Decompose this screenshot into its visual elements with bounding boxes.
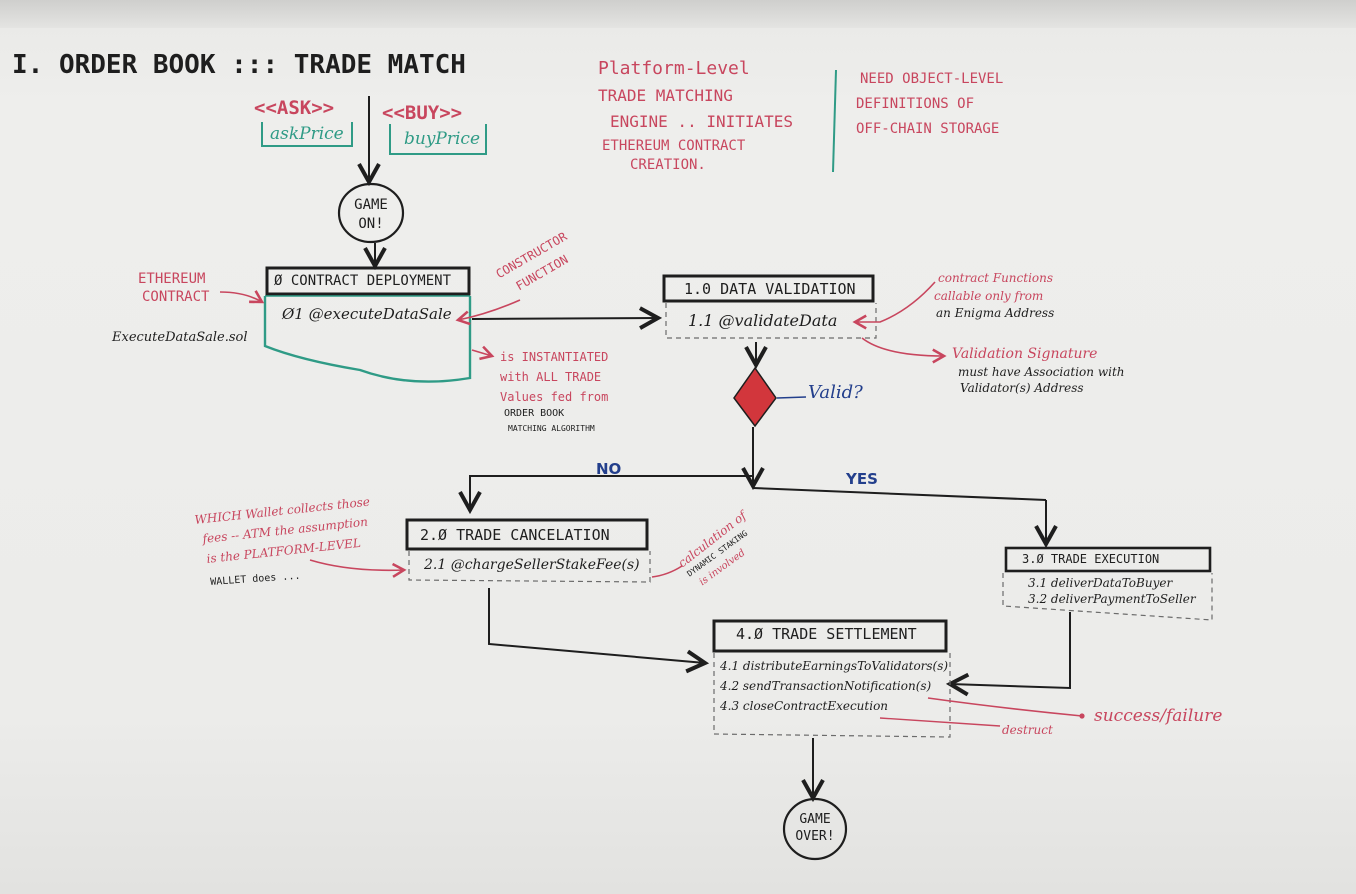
- ethereum-label-line2: CONTRACT: [142, 289, 210, 305]
- start-node-circle: [337, 182, 405, 244]
- execution-item-1: 3.1 deliverDataToBuyer: [1028, 576, 1173, 590]
- no-label: NO: [596, 460, 622, 478]
- callable-line1: contract Functions: [938, 271, 1054, 285]
- end-node-line2: OVER!: [795, 829, 835, 844]
- validation-item: 1.1 @validateData: [688, 311, 838, 330]
- buy-price-label: buyPrice: [404, 129, 481, 149]
- cancel-item: 2.1 @chargeSellerStakeFee(s): [424, 557, 640, 573]
- destruct-label: destruct: [1002, 723, 1053, 737]
- instantiated-line2: with ALL TRADE: [500, 370, 602, 384]
- buy-price-box: [389, 124, 487, 155]
- ask-price-label: askPrice: [270, 124, 344, 144]
- contract-item: Ø1 @executeDataSale: [282, 305, 452, 323]
- execution-title: 3.Ø TRADE EXECUTION: [1022, 552, 1160, 566]
- trade-cancelation-box: [405, 518, 651, 583]
- start-node-line1: GAME: [354, 197, 388, 213]
- trade-settlement-box: [712, 619, 951, 738]
- separator-line: [832, 69, 837, 173]
- signature-line1: Validation Signature: [952, 346, 1098, 362]
- data-validation-box: [662, 274, 877, 339]
- arrow-execution-to-settlement: [950, 612, 1071, 688]
- end-node-circle: [782, 797, 848, 861]
- callable-line3: an Enigma Address: [936, 306, 1055, 320]
- validation-title: 1.0 DATA VALIDATION: [684, 280, 856, 298]
- page-title: I. ORDER BOOK ::: TRADE MATCH: [12, 50, 466, 80]
- contract-deployment-box: [263, 266, 472, 383]
- trade-execution-box: [1002, 546, 1213, 621]
- whiteboard-frame: [0, 0, 1356, 28]
- ethereum-label-line1: ETHEREUM: [138, 271, 206, 287]
- settlement-item-3: 4.3 closeContractExecution: [720, 699, 889, 713]
- execution-item-2: 3.2 deliverPaymentToSeller: [1028, 592, 1196, 606]
- signature-line3: Validator(s) Address: [960, 381, 1084, 395]
- yes-label: YES: [846, 470, 878, 488]
- result-label: success/failure: [1094, 706, 1223, 726]
- instantiated-line3: Values fed from: [500, 390, 609, 404]
- ask-price-box: [261, 122, 353, 147]
- buy-label: <<BUY>>: [382, 102, 463, 124]
- decision-diamond: [733, 366, 777, 428]
- arrow-cancel-to-settlement: [488, 588, 705, 663]
- decision-label: Valid?: [808, 382, 863, 403]
- end-node-line1: GAME: [799, 812, 831, 827]
- contract-title: Ø CONTRACT DEPLOYMENT: [274, 273, 452, 289]
- orderbook-line1: ORDER BOOK: [504, 408, 565, 419]
- ask-label: <<ASK>>: [254, 97, 335, 119]
- arrow-contract-to-validation: [471, 318, 658, 319]
- cancel-title: 2.Ø TRADE CANCELATION: [420, 526, 610, 544]
- start-node-line2: ON!: [358, 216, 384, 232]
- settlement-item-1: 4.1 distributeEarningsToValidators(s): [720, 659, 949, 673]
- instantiated-line1: is INSTANTIATED: [500, 350, 609, 364]
- signature-line2: must have Association with: [958, 365, 1125, 379]
- settlement-item-2: 4.2 sendTransactionNotification(s): [720, 679, 932, 693]
- orderbook-line2: MATCHING ALGORITHM: [508, 424, 595, 433]
- callable-line2: callable only from: [934, 289, 1044, 303]
- contract-file: ExecuteDataSale.sol: [112, 330, 248, 345]
- settlement-title: 4.Ø TRADE SETTLEMENT: [736, 625, 917, 643]
